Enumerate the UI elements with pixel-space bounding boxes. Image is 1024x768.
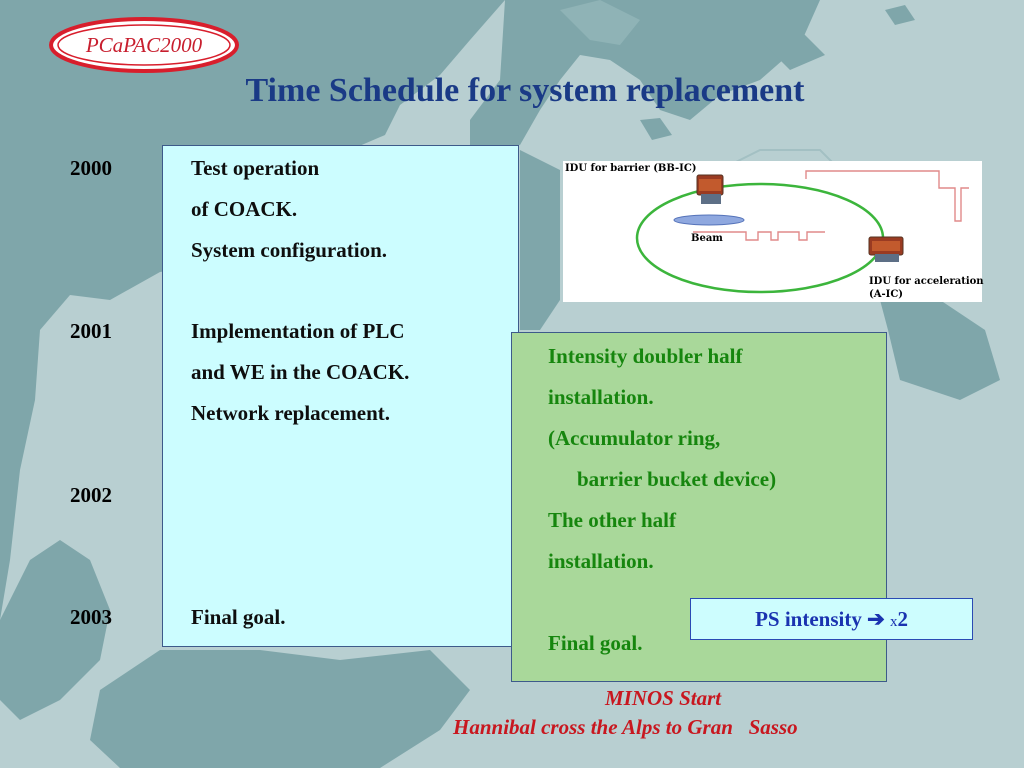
label-idu-acc-2: (A-IC) (869, 289, 904, 300)
multiply-sign: x (889, 614, 898, 630)
year-2001: 2001 (70, 319, 112, 343)
pcapac-logo-oval (49, 17, 239, 73)
ring-diagram: IDU for barrier (BB-IC) Beam IDU for acc… (563, 161, 984, 302)
green-line: installation. (548, 549, 654, 573)
year-2000: 2000 (70, 156, 112, 180)
blue-line: Final goal. (191, 605, 286, 629)
year-2003: 2003 (70, 605, 112, 629)
blue-line: of COACK. (191, 197, 298, 221)
ps-intensity-box: PS intensity ➔ x2 (690, 598, 973, 640)
arrow-right-icon: ➔ (867, 607, 885, 631)
year-2002: 2002 (70, 483, 112, 507)
blue-line: Test operation (191, 156, 320, 180)
green-line: The other half (548, 508, 676, 532)
idu-acc-device-icon (868, 236, 904, 262)
label-idu-acc-1: IDU for acceleration (869, 276, 984, 287)
green-line: barrier bucket device) (577, 467, 777, 491)
green-line: Final goal. (548, 631, 643, 655)
blue-schedule-box (162, 145, 519, 647)
ring-diagram-graphic (635, 170, 969, 294)
hannibal-note: Hannibal cross the Alps to Gran Sasso (453, 715, 798, 739)
idu-bb-device-icon (696, 174, 724, 204)
ps-factor: 2 (897, 607, 908, 631)
minos-start-note: MINOS Start (605, 686, 722, 710)
blue-line: Network replacement. (191, 401, 391, 425)
label-idu-bb: IDU for barrier (BB-IC) (565, 163, 697, 174)
green-line: (Accumulator ring, (548, 426, 721, 450)
green-line: installation. (548, 385, 654, 409)
blue-line: System configuration. (191, 238, 387, 262)
pcapac-logo-text: PCaPAC2000 (85, 33, 203, 57)
label-beam: Beam (691, 233, 723, 244)
green-line: Intensity doubler half (548, 344, 743, 368)
blue-line: Implementation of PLC (191, 319, 405, 343)
ps-intensity-label: PS intensity (755, 607, 862, 631)
blue-line: and WE in the COACK. (191, 360, 410, 384)
slide-title: Time Schedule for system replacement (245, 72, 805, 109)
